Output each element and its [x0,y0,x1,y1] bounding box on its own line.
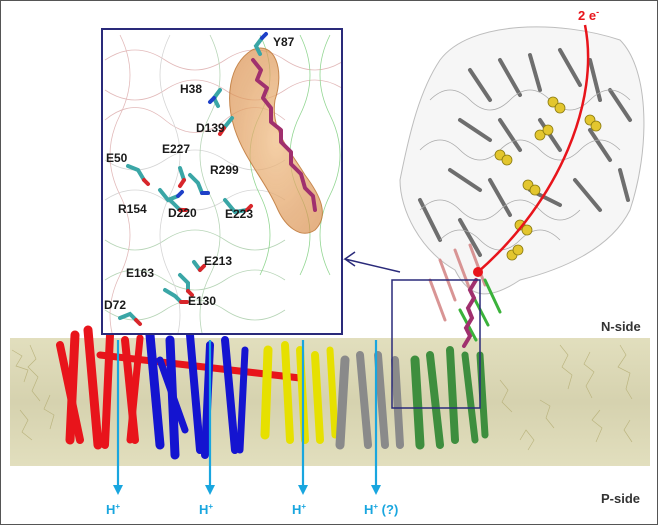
quinone-surface [229,47,323,234]
subunit-red [56,325,304,450]
proton-label-1: H+ [106,502,120,517]
proton-label-4: H+ (?) [364,502,398,517]
residue-label-e130: E130 [188,294,216,308]
quinone-molecule [462,278,478,348]
proton-label-2: H+ [199,502,213,517]
residue-label-d72: D72 [104,298,126,312]
subunit-blue [145,330,249,460]
peripheral-arm [399,26,645,295]
quinone-ligand [251,58,317,212]
p-side-label: P-side [601,491,640,506]
quinone-site-marker [473,267,483,277]
residue-label-h38: H38 [180,82,202,96]
residue-label-r154: R154 [118,202,147,216]
residue-label-e223: E223 [225,207,253,221]
proton-label-3: H+ [292,502,306,517]
residue-label-d220: D220 [168,206,197,220]
residue-label-e50: E50 [106,151,128,165]
electron-label: 2 e- [578,7,599,23]
residue-label-r299: R299 [210,163,239,177]
subunit-green [410,346,489,450]
zoom-region [391,279,481,409]
inset-panel: Y87 H38 D139 E50 E227 R299 R154 D220 E22… [101,28,343,335]
residue-label-e213: E213 [204,254,232,268]
residue-label-e163: E163 [126,266,154,280]
subunit-gray [335,351,404,450]
residue-label-y87: Y87 [273,35,295,49]
n-side-label: N-side [601,319,641,334]
residue-label-d139: D139 [196,121,225,135]
residue-label-e227: E227 [162,142,190,156]
subunit-yellow [260,341,339,444]
iron-sulfur-clusters [494,96,602,261]
proton-pathways [113,340,381,495]
zoom-arrow [343,251,401,273]
electron-transfer-path [477,24,590,273]
